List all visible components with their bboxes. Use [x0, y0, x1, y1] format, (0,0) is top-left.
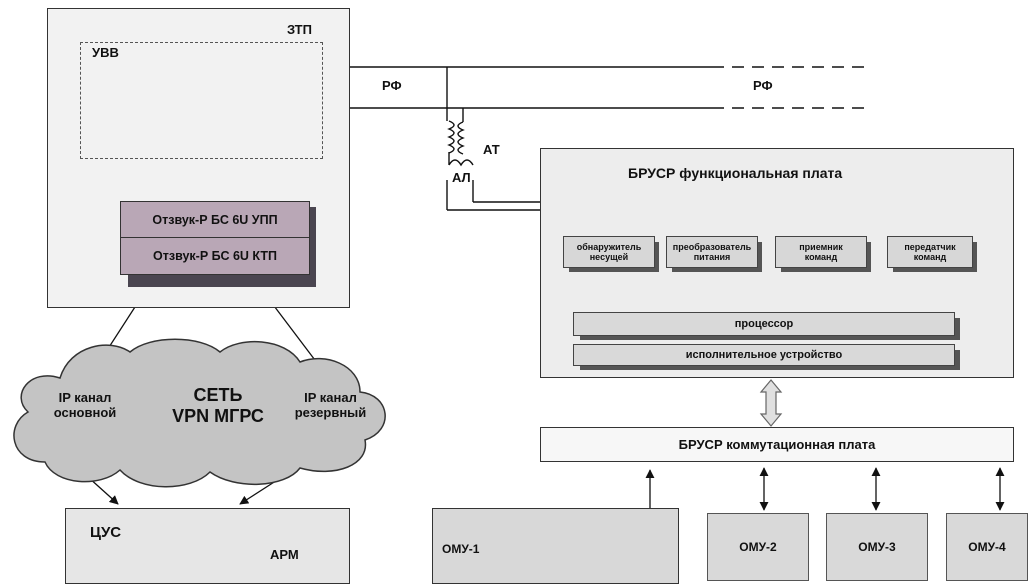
module-line: передатчик [904, 242, 956, 252]
processor-bar: процессор [573, 312, 955, 336]
module-line: преобразователь [672, 242, 752, 252]
ip-channel-reserve-line2: резервный [294, 405, 367, 420]
rf-label-right: РФ [753, 78, 773, 93]
module-line: приемник [799, 242, 843, 252]
vpn-cloud [13, 338, 386, 488]
uvv-label: УВВ [92, 45, 119, 60]
cus-panel [65, 508, 350, 584]
module-line: несущей [589, 252, 629, 262]
ip-channel-reserve: IP канал резервный [283, 390, 378, 420]
module-line: команд [804, 252, 838, 262]
ip-channel-main-line1: IP канал [58, 390, 112, 405]
bs-upp-block: Отзвук-Р БС 6U УПП [120, 201, 310, 239]
cloud-title-line2: VPN МГРС [172, 406, 264, 426]
bs-ktp-block: Отзвук-Р БС 6U КТП [120, 237, 310, 275]
omu-3-block: ОМУ-3 [826, 513, 928, 581]
brusr-functional-title: БРУСР функциональная плата [628, 165, 843, 181]
board-link-arrow [759, 379, 783, 427]
cloud-title-line1: СЕТЬ [193, 385, 243, 405]
arm-label: АРМ [270, 547, 299, 562]
al-label: АЛ [452, 170, 471, 185]
cloud-title: СЕТЬ VPN МГРС [168, 385, 268, 427]
module-line: обнаружитель [576, 242, 642, 252]
omu-4-block: ОМУ-4 [946, 513, 1028, 581]
ip-channel-main-line2: основной [53, 405, 117, 420]
ztp-label: ЗТП [287, 22, 312, 37]
brusr-commutation-board: БРУСР коммутационная плата [540, 427, 1014, 462]
at-label: АТ [483, 142, 500, 157]
ip-channel-main: IP канал основной [40, 390, 130, 420]
cus-label: ЦУС [90, 524, 122, 541]
ip-channel-reserve-line1: IP канал [304, 390, 357, 405]
uvv-block [80, 42, 323, 159]
actuator-bar: исполнительное устройство [573, 344, 955, 366]
rf-label-left: РФ [382, 78, 402, 93]
omu-2-block: ОМУ-2 [707, 513, 809, 581]
module-line: питания [693, 252, 731, 262]
module-line: команд [913, 252, 947, 262]
omu-1-label: ОМУ-1 [442, 542, 480, 556]
